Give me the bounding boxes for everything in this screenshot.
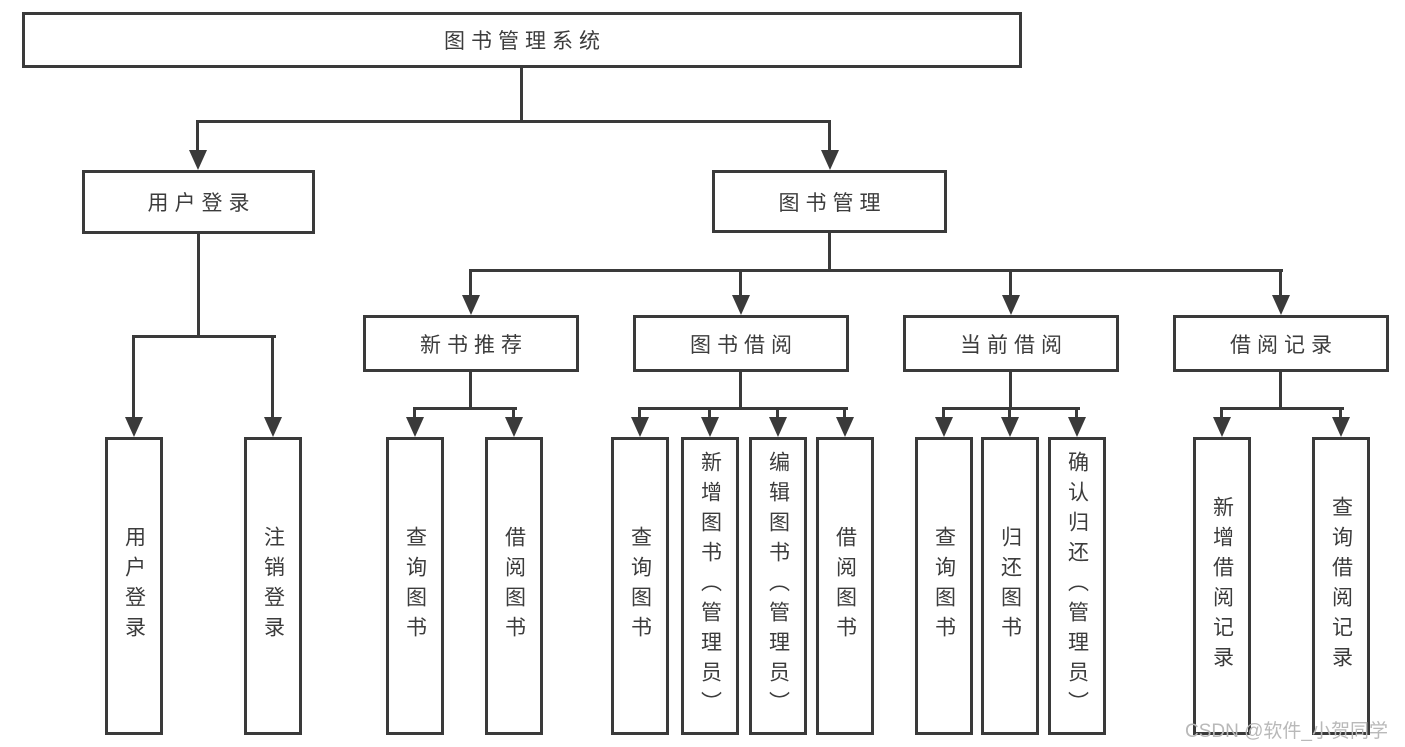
arrow-down-icon <box>732 295 750 315</box>
connector-line <box>1279 372 1282 409</box>
connector-line <box>843 407 846 417</box>
node-new-book-recommend-label: 新书推荐 <box>420 333 528 357</box>
connector-line <box>132 335 276 338</box>
connector-line <box>828 233 831 271</box>
connector-line <box>413 407 517 410</box>
node-leaf-return-books: 归还图书 <box>981 437 1039 735</box>
leaf-label: 查询借阅记录 <box>1329 496 1353 676</box>
connector-line <box>1220 407 1344 410</box>
arrow-down-icon <box>1001 417 1019 437</box>
arrow-down-icon <box>701 417 719 437</box>
node-new-book-recommend: 新书推荐 <box>363 315 579 372</box>
node-leaf-add-books-admin: 新增图书（管理员） <box>681 437 739 735</box>
arrow-down-icon <box>1213 417 1231 437</box>
node-root-label: 图书管理系统 <box>444 30 606 53</box>
connector-line <box>413 407 416 417</box>
leaf-label: 注销登录 <box>261 526 285 646</box>
arrow-down-icon <box>125 417 143 437</box>
connector-line <box>469 269 1283 272</box>
connector-line <box>828 120 831 150</box>
connector-line <box>1279 269 1282 295</box>
node-current-borrow-label: 当前借阅 <box>960 333 1068 357</box>
node-leaf-borrow-books-recommend: 借阅图书 <box>485 437 543 735</box>
node-borrow-records-label: 借阅记录 <box>1230 333 1338 357</box>
arrow-down-icon <box>935 417 953 437</box>
arrow-down-icon <box>631 417 649 437</box>
connector-line <box>942 407 1080 410</box>
node-book-borrow-label: 图书借阅 <box>690 333 798 357</box>
arrow-down-icon <box>769 417 787 437</box>
arrow-down-icon <box>1068 417 1086 437</box>
leaf-label: 查询图书 <box>403 526 427 646</box>
connector-line <box>739 372 742 409</box>
connector-line <box>1339 407 1342 417</box>
connector-line <box>638 407 848 410</box>
arrow-down-icon <box>1272 295 1290 315</box>
node-leaf-query-books-borrow: 查询图书 <box>611 437 669 735</box>
leaf-label: 借阅图书 <box>502 526 526 646</box>
connector-line <box>197 234 200 337</box>
connector-line <box>776 407 779 417</box>
connector-line <box>1075 407 1078 417</box>
arrow-down-icon <box>1332 417 1350 437</box>
arrow-down-icon <box>462 295 480 315</box>
arrow-down-icon <box>1002 295 1020 315</box>
node-leaf-borrow-books: 借阅图书 <box>816 437 874 735</box>
arrow-down-icon <box>189 150 207 170</box>
leaf-label: 归还图书 <box>998 526 1022 646</box>
connector-line <box>739 269 742 295</box>
arrow-down-icon <box>836 417 854 437</box>
leaf-label: 用户登录 <box>122 526 146 646</box>
node-root: 图书管理系统 <box>22 12 1022 68</box>
watermark: CSDN @软件_小贺同学 <box>1185 721 1388 742</box>
node-leaf-edit-books-admin: 编辑图书（管理员） <box>749 437 807 735</box>
node-book-management-label: 图书管理 <box>778 191 887 215</box>
connector-line <box>1008 407 1011 417</box>
connector-line <box>638 407 641 417</box>
connector-line <box>469 372 472 409</box>
connector-line <box>271 335 274 417</box>
connector-line <box>132 335 135 417</box>
leaf-label: 查询图书 <box>932 526 956 646</box>
node-leaf-query-borrow-record: 查询借阅记录 <box>1312 437 1370 735</box>
node-current-borrow: 当前借阅 <box>903 315 1119 372</box>
node-book-management: 图书管理 <box>712 170 947 233</box>
leaf-label: 借阅图书 <box>833 526 857 646</box>
node-leaf-logout: 注销登录 <box>244 437 302 735</box>
leaf-label: 新增借阅记录 <box>1210 496 1234 676</box>
arrow-down-icon <box>505 417 523 437</box>
node-leaf-add-borrow-record: 新增借阅记录 <box>1193 437 1251 735</box>
connector-line <box>708 407 711 417</box>
arrow-down-icon <box>264 417 282 437</box>
node-leaf-user-login: 用户登录 <box>105 437 163 735</box>
connector-line <box>1220 407 1223 417</box>
node-borrow-records: 借阅记录 <box>1173 315 1389 372</box>
node-leaf-query-books-recommend: 查询图书 <box>386 437 444 735</box>
node-user-login: 用户登录 <box>82 170 315 234</box>
node-book-borrow: 图书借阅 <box>633 315 849 372</box>
connector-line <box>469 269 472 295</box>
leaf-label: 新增图书（管理员） <box>698 451 722 721</box>
connector-line <box>512 407 515 417</box>
connector-line <box>1009 269 1012 295</box>
arrow-down-icon <box>821 150 839 170</box>
connector-line <box>196 120 831 123</box>
node-leaf-query-books-current: 查询图书 <box>915 437 973 735</box>
connector-line <box>1009 372 1012 409</box>
node-leaf-confirm-return-admin: 确认归还（管理员） <box>1048 437 1106 735</box>
node-user-login-label: 用户登录 <box>147 192 256 215</box>
leaf-label: 查询图书 <box>628 526 652 646</box>
arrow-down-icon <box>406 417 424 437</box>
leaf-label: 确认归还（管理员） <box>1065 451 1089 721</box>
connector-line <box>520 68 523 122</box>
leaf-label: 编辑图书（管理员） <box>766 451 790 721</box>
connector-line <box>942 407 945 417</box>
connector-line <box>196 120 199 150</box>
